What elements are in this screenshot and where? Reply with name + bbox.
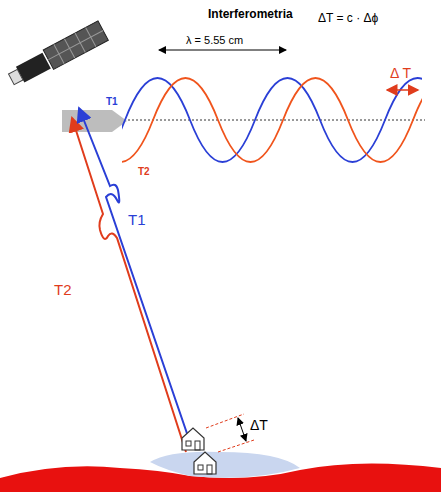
title: Interferometria bbox=[208, 8, 293, 21]
delay-label: Δ T bbox=[390, 66, 411, 81]
delay-arrow bbox=[387, 89, 418, 91]
dashed-line bbox=[218, 440, 254, 452]
axis bbox=[128, 120, 425, 121]
house-before bbox=[182, 428, 204, 450]
subsidence-area bbox=[150, 452, 300, 478]
displacement-label: ΔT bbox=[250, 418, 268, 433]
satellite bbox=[6, 21, 108, 89]
wave-label: T1 bbox=[106, 96, 118, 107]
displacement-arrow bbox=[238, 418, 246, 441]
dashed-line bbox=[206, 414, 244, 428]
red-ray bbox=[72, 118, 186, 452]
blue-ray bbox=[79, 108, 192, 448]
wavelength-arrow bbox=[159, 50, 286, 51]
wave-label: T2 bbox=[138, 166, 150, 177]
formula: ΔT = c · Δϕ bbox=[318, 12, 378, 25]
wavelength-label: λ = 5.55 cm bbox=[186, 34, 243, 46]
ray-label: T1 bbox=[128, 212, 146, 229]
radar-beam bbox=[62, 110, 127, 132]
house-after bbox=[194, 452, 216, 474]
ray-label: T2 bbox=[54, 282, 72, 299]
red-wave bbox=[122, 78, 422, 162]
